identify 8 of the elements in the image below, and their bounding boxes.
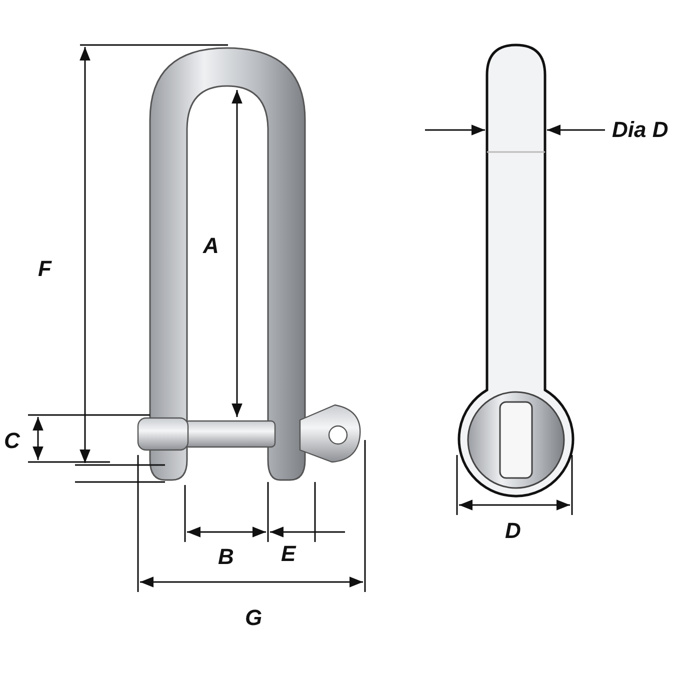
dimension-label: E <box>281 543 296 565</box>
dimension-label: F <box>38 258 52 280</box>
dimension-label: A <box>203 235 219 257</box>
dimension-label: B <box>218 546 234 568</box>
dimension-label: D <box>505 520 521 542</box>
dimension-label: Dia D <box>612 119 668 141</box>
dimension-label: C <box>4 430 20 452</box>
dimension-label: G <box>245 607 262 629</box>
